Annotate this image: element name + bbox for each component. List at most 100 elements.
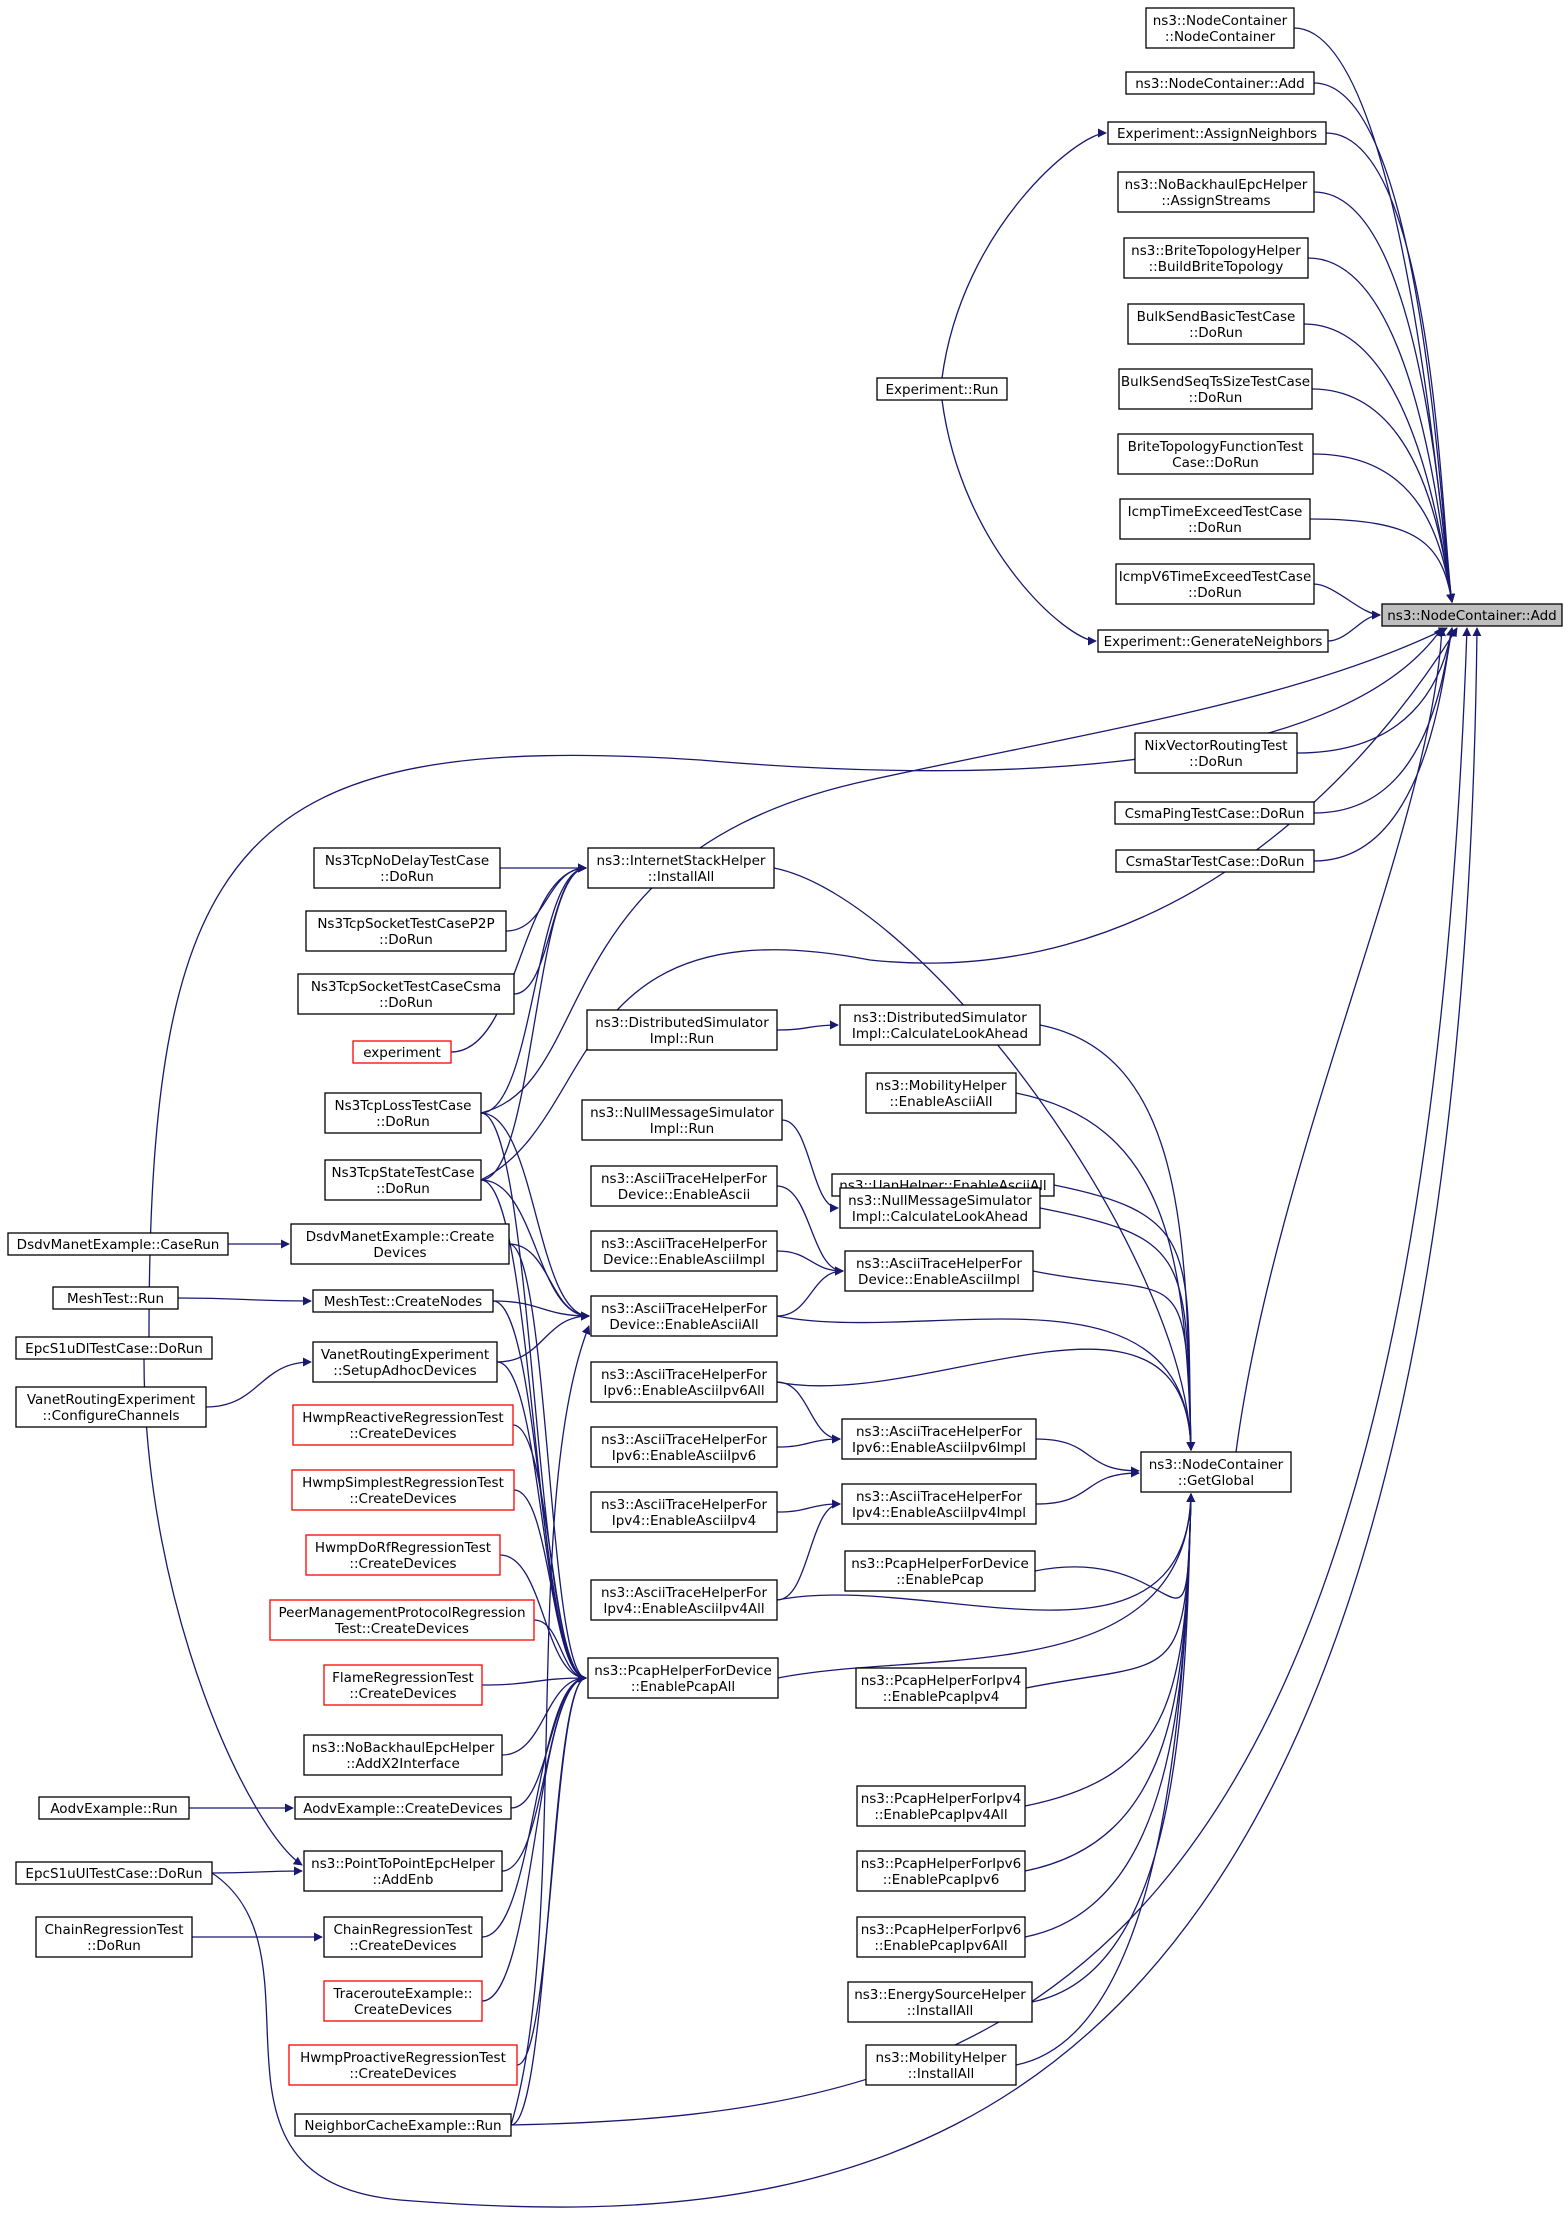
call-edge-ns3tcp_p2p-to-ish_installall bbox=[505, 863, 587, 932]
call-edge-nobh_x2-to-pcap_dev_all bbox=[501, 1673, 587, 1756]
node-bulk-seq[interactable]: BulkSendSeqTsSizeTestCase::DoRun bbox=[1118, 368, 1313, 410]
node-dsdv-create[interactable]: DsdvManetExample::CreateDevices bbox=[290, 1223, 510, 1265]
node-dsdv-caserun[interactable]: DsdvManetExample::CaseRun bbox=[7, 1232, 229, 1256]
node-ath-ipv6[interactable]: ns3::AsciiTraceHelperForIpv6::EnableAsci… bbox=[590, 1426, 778, 1468]
call-edge-brite_build-to-nc_add bbox=[1307, 257, 1456, 603]
node-exp-run[interactable]: Experiment::Run bbox=[876, 377, 1008, 401]
node-chain-create[interactable]: ChainRegressionTest::CreateDevices bbox=[323, 1916, 483, 1958]
node-ath-ipv4-impl[interactable]: ns3::AsciiTraceHelperForIpv4::EnableAsci… bbox=[841, 1483, 1037, 1525]
node-box bbox=[1117, 433, 1314, 475]
node-vanet-setup[interactable]: VanetRoutingExperiment::SetupAdhocDevice… bbox=[312, 1341, 498, 1383]
call-edge-ath_dev_ascii-to-ath_dev_impl_r bbox=[776, 1185, 844, 1276]
call-edge-ath_dev_all-to-nc_getglobal bbox=[776, 1315, 1196, 1451]
node-mesh-run[interactable]: MeshTest::Run bbox=[52, 1286, 179, 1310]
call-edge-exp_run-to-exp_assign bbox=[941, 128, 1107, 379]
node-ath-ipv4-all[interactable]: ns3::AsciiTraceHelperForIpv4::EnableAsci… bbox=[590, 1579, 778, 1621]
node-ns3tcp-p2p[interactable]: Ns3TcpSocketTestCaseP2P::DoRun bbox=[305, 910, 507, 952]
call-edge-neighbor-to-ath_dev_all bbox=[510, 1325, 591, 2126]
node-peer-mgmt[interactable]: PeerManagementProtocolRegressionTest::Cr… bbox=[269, 1599, 535, 1641]
node-box bbox=[586, 1009, 778, 1051]
node-mesh-create[interactable]: MeshTest::CreateNodes bbox=[312, 1289, 494, 1313]
call-edge-ns3tcp_state-to-ath_dev_all bbox=[480, 1179, 590, 1321]
node-ath-ipv6-impl[interactable]: ns3::AsciiTraceHelperForIpv6::EnableAsci… bbox=[841, 1418, 1037, 1460]
node-ish-installall[interactable]: ns3::InternetStackHelper::InstallAll bbox=[587, 847, 775, 889]
node-pcap-ipv4[interactable]: ns3::PcapHelperForIpv4::EnablePcapIpv4 bbox=[855, 1667, 1027, 1709]
node-label: EpcS1uUlTestCase::DoRun bbox=[25, 1866, 202, 1882]
node-label: CsmaPingTestCase::DoRun bbox=[1125, 806, 1305, 822]
node-ath-ipv6-all[interactable]: ns3::AsciiTraceHelperForIpv6::EnableAsci… bbox=[590, 1361, 778, 1403]
node-box bbox=[323, 1980, 483, 2022]
node-nc-add[interactable]: ns3::NodeContainer::Add bbox=[1381, 603, 1563, 627]
node-brite-build[interactable]: ns3::BriteTopologyHelper::BuildBriteTopo… bbox=[1123, 237, 1309, 279]
node-nm-calc[interactable]: ns3::NullMessageSimulatorImpl::Calculate… bbox=[839, 1187, 1041, 1229]
node-bulk-basic[interactable]: BulkSendBasicTestCase::DoRun bbox=[1127, 303, 1305, 345]
node-hwmp-reactive[interactable]: HwmpReactiveRegressionTest::CreateDevice… bbox=[292, 1404, 514, 1446]
node-energy[interactable]: ns3::EnergySourceHelper::InstallAll bbox=[847, 1981, 1033, 2023]
node-exp-assign[interactable]: Experiment::AssignNeighbors bbox=[1107, 121, 1327, 145]
node-csma-star[interactable]: CsmaStarTestCase::DoRun bbox=[1115, 849, 1315, 873]
node-ns3tcp-state[interactable]: Ns3TcpStateTestCase::DoRun bbox=[324, 1159, 482, 1201]
node-label: ::DoRun bbox=[87, 1938, 141, 1954]
node-ath-dev-ascii[interactable]: ns3::AsciiTraceHelperForDevice::EnableAs… bbox=[590, 1165, 778, 1207]
node-icmp-te[interactable]: IcmpTimeExceedTestCase::DoRun bbox=[1119, 498, 1311, 540]
node-aodv-run[interactable]: AodvExample::Run bbox=[38, 1796, 190, 1820]
node-pcap-ipv6-all[interactable]: ns3::PcapHelperForIpv6::EnablePcapIpv6Al… bbox=[856, 1916, 1026, 1958]
node-nobh-assign[interactable]: ns3::NoBackhaulEpcHelper::AssignStreams bbox=[1117, 171, 1315, 213]
call-edge-energy-to-nc_getglobal bbox=[1031, 1493, 1196, 2003]
node-epc-dl[interactable]: EpcS1uDlTestCase::DoRun bbox=[15, 1336, 213, 1360]
node-epc-ul[interactable]: EpcS1uUlTestCase::DoRun bbox=[15, 1861, 213, 1885]
call-edge-vanet_conf-to-vanet_setup bbox=[205, 1357, 312, 1408]
node-flame[interactable]: FlameRegressionTest::CreateDevices bbox=[323, 1664, 483, 1706]
node-ns3tcp-csma[interactable]: Ns3TcpSocketTestCaseCsma::DoRun bbox=[297, 973, 515, 1015]
node-hwmp-proactive[interactable]: HwmpProactiveRegressionTest::CreateDevic… bbox=[288, 2044, 518, 2086]
node-pcap-ipv4-all[interactable]: ns3::PcapHelperForIpv4::EnablePcapIpv4Al… bbox=[856, 1785, 1026, 1827]
node-nc-add2[interactable]: ns3::NodeContainer::Add bbox=[1125, 71, 1315, 95]
node-ath-dev-impl-r[interactable]: ns3::AsciiTraceHelperForDevice::EnableAs… bbox=[844, 1250, 1034, 1292]
node-neighbor[interactable]: NeighborCacheExample::Run bbox=[294, 2113, 512, 2137]
node-label: ::CreateDevices bbox=[349, 2066, 456, 2082]
node-ath-dev-impl-l[interactable]: ns3::AsciiTraceHelperForDevice::EnableAs… bbox=[590, 1230, 778, 1272]
node-nix[interactable]: NixVectorRoutingTest::DoRun bbox=[1134, 732, 1298, 774]
node-box bbox=[844, 1250, 1034, 1292]
node-ns3tcp-nodelay[interactable]: Ns3TcpNoDelayTestCase::DoRun bbox=[313, 847, 501, 889]
node-pcap-dev-all[interactable]: ns3::PcapHelperForDevice::EnablePcapAll bbox=[587, 1657, 779, 1699]
node-label: Ns3TcpNoDelayTestCase bbox=[325, 853, 489, 869]
node-hwmp-simplest[interactable]: HwmpSimplestRegressionTest::CreateDevice… bbox=[291, 1469, 515, 1511]
call-edge-hwmp_dorf-to-pcap_dev_all bbox=[499, 1554, 587, 1683]
node-p2p-epc[interactable]: ns3::PointToPointEpcHelper::AddEnb bbox=[303, 1850, 503, 1892]
node-box bbox=[1119, 498, 1311, 540]
node-mob-ascii[interactable]: ns3::MobilityHelper::EnableAsciiAll bbox=[865, 1072, 1017, 1114]
node-ath-dev-all[interactable]: ns3::AsciiTraceHelperForDevice::EnableAs… bbox=[590, 1295, 778, 1337]
node-box bbox=[305, 1534, 501, 1576]
node-nc-ctor[interactable]: ns3::NodeContainer::NodeContainer bbox=[1145, 7, 1295, 49]
node-nobh-x2[interactable]: ns3::NoBackhaulEpcHelper::AddX2Interface bbox=[303, 1734, 503, 1776]
node-icmpv6-te[interactable]: IcmpV6TimeExceedTestCase::DoRun bbox=[1115, 563, 1315, 605]
node-vanet-conf[interactable]: VanetRoutingExperiment::ConfigureChannel… bbox=[15, 1386, 207, 1428]
node-box bbox=[303, 1850, 503, 1892]
node-box bbox=[1107, 121, 1327, 145]
node-label: ns3::DistributedSimulator bbox=[853, 1010, 1027, 1026]
node-label: ::DoRun bbox=[1188, 520, 1242, 536]
node-hwmp-dorf[interactable]: HwmpDoRfRegressionTest::CreateDevices bbox=[305, 1534, 501, 1576]
node-experiment[interactable]: experiment bbox=[352, 1040, 452, 1064]
node-box bbox=[1118, 368, 1313, 410]
node-ath-ipv4[interactable]: ns3::AsciiTraceHelperForIpv4::EnableAsci… bbox=[590, 1491, 778, 1533]
node-chain-dorun[interactable]: ChainRegressionTest::DoRun bbox=[35, 1916, 193, 1958]
node-aodv-create[interactable]: AodvExample::CreateDevices bbox=[294, 1796, 512, 1820]
node-label: Device::EnableAscii bbox=[618, 1187, 750, 1203]
node-mob-install[interactable]: ns3::MobilityHelper::InstallAll bbox=[865, 2044, 1017, 2086]
node-box bbox=[1134, 732, 1298, 774]
node-csma-ping[interactable]: CsmaPingTestCase::DoRun bbox=[1114, 801, 1315, 825]
call-edge-pcap_ipv6_all-to-nc_getglobal bbox=[1024, 1493, 1196, 1938]
node-pcap-dev[interactable]: ns3::PcapHelperForDevice::EnablePcap bbox=[844, 1550, 1036, 1592]
call-edge-pcap_ipv4-to-nc_getglobal bbox=[1025, 1493, 1196, 1689]
node-ns3tcp-loss[interactable]: Ns3TcpLossTestCase::DoRun bbox=[324, 1092, 482, 1134]
node-ds-calc[interactable]: ns3::DistributedSimulatorImpl::Calculate… bbox=[839, 1004, 1041, 1046]
node-traceroute[interactable]: TracerouteExample::CreateDevices bbox=[323, 1980, 483, 2022]
node-nc-getglobal[interactable]: ns3::NodeContainer::GetGlobal bbox=[1140, 1451, 1292, 1493]
node-pcap-ipv6[interactable]: ns3::PcapHelperForIpv6::EnablePcapIpv6 bbox=[856, 1850, 1026, 1892]
node-exp-gen[interactable]: Experiment::GenerateNeighbors bbox=[1097, 629, 1329, 653]
